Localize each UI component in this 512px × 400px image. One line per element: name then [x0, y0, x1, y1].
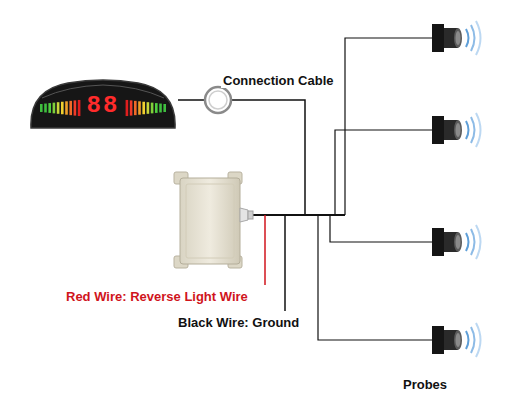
distance-bar	[48, 103, 51, 113]
distance-bar	[69, 101, 72, 115]
distance-bar	[61, 102, 64, 115]
wire-label: Black Wire: Ground	[176, 315, 301, 330]
probe-wire	[345, 38, 432, 215]
parking-probe	[432, 225, 481, 259]
box-lid	[186, 184, 234, 258]
red-wire	[264, 215, 266, 285]
distance-bar	[151, 103, 154, 114]
distance-bar	[138, 101, 141, 114]
cable-label: Connection Cable	[221, 73, 336, 88]
distance-bar	[163, 104, 166, 112]
display-body	[31, 80, 175, 128]
distance-readout: 88	[87, 94, 120, 118]
distance-bar	[74, 100, 77, 115]
wire-label: Red Wire: Reverse Light Wire	[64, 289, 250, 304]
probe-wire	[318, 215, 432, 340]
probe-wire	[330, 215, 432, 242]
distance-bar	[147, 102, 150, 114]
cable-ring-inner	[209, 91, 227, 109]
display-unit: 88	[28, 78, 178, 130]
distance-bar	[53, 103, 56, 114]
box-body	[180, 178, 240, 264]
distance-bar	[159, 104, 162, 113]
black-wire	[284, 215, 286, 311]
cable-gland	[248, 211, 253, 219]
distance-bar	[78, 100, 81, 116]
distance-bar	[155, 103, 158, 113]
main-harness	[252, 214, 345, 216]
probes-label: Probes	[401, 377, 449, 392]
parking-probe	[432, 323, 481, 357]
distance-bar	[44, 104, 47, 113]
parking-probe	[432, 21, 481, 55]
distance-bar	[57, 102, 60, 114]
distance-bar	[130, 100, 133, 115]
distance-bar	[142, 102, 145, 115]
cable-ring	[205, 87, 231, 113]
distance-bar	[40, 104, 43, 112]
distance-bar	[65, 101, 68, 114]
control-box	[174, 172, 253, 268]
distance-bar	[126, 100, 129, 116]
parking-probe	[432, 113, 481, 147]
distance-bar	[134, 101, 137, 115]
cable-gland	[240, 208, 248, 222]
probe-wire	[335, 130, 432, 215]
